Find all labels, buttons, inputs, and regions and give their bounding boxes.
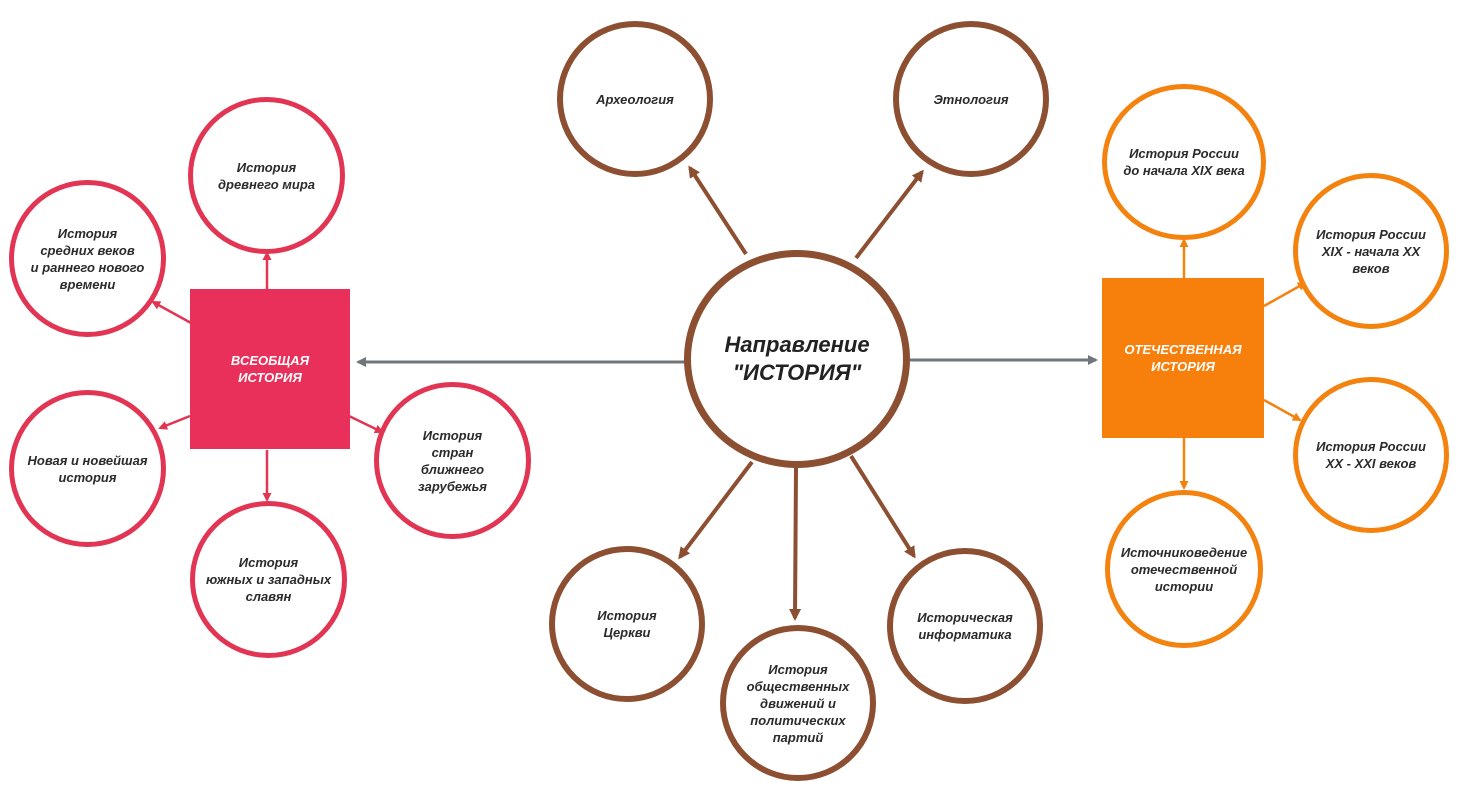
- national-history-box: ОТЕЧЕСТВЕННАЯ ИСТОРИЯ: [1102, 278, 1264, 438]
- node-ethnology: Этнология: [893, 21, 1049, 177]
- node-church-history: История Церкви: [549, 546, 705, 702]
- world-history-box: ВСЕОБЩАЯ ИСТОРИЯ: [190, 289, 350, 449]
- node-south-west-slavs: История южных и западных славян: [190, 501, 347, 658]
- arrow-to-modern: [158, 414, 191, 430]
- node-archaeology: Археология: [557, 21, 713, 177]
- arrow-to-church: [678, 460, 754, 560]
- arrow-to-medieval: [151, 300, 192, 325]
- arrow-to-ethnology: [854, 169, 924, 260]
- arrow-to-informatics: [849, 454, 916, 559]
- arrow-to-c19-20: [1263, 281, 1307, 308]
- arrow-to-near-abroad: [348, 414, 384, 434]
- arrow-to-c20-21: [1263, 398, 1302, 422]
- arrow-to-archaeology: [688, 165, 748, 256]
- node-historical-informatics: Историческая информатика: [887, 548, 1043, 704]
- center-node-history: Направление "ИСТОРИЯ": [684, 250, 910, 468]
- node-modern-contemporary: Новая и новейшая история: [9, 390, 166, 547]
- node-russia-20-21: История России XX - XXI веков: [1293, 377, 1449, 533]
- arrow-to-social: [789, 467, 802, 621]
- node-russia-19-20: История России XIX - начала XX веков: [1293, 173, 1449, 329]
- node-social-movements: История общественных движений и политиче…: [720, 625, 876, 781]
- node-ancient-world: История древнего мира: [188, 97, 345, 254]
- node-medieval-early-modern: История средних веков и раннего нового в…: [9, 180, 166, 337]
- node-russia-pre19: История России до начала XIX века: [1102, 84, 1266, 240]
- node-source-studies: Источниковедение отечественной истории: [1105, 490, 1263, 648]
- node-near-abroad: История стран ближнего зарубежья: [374, 382, 531, 539]
